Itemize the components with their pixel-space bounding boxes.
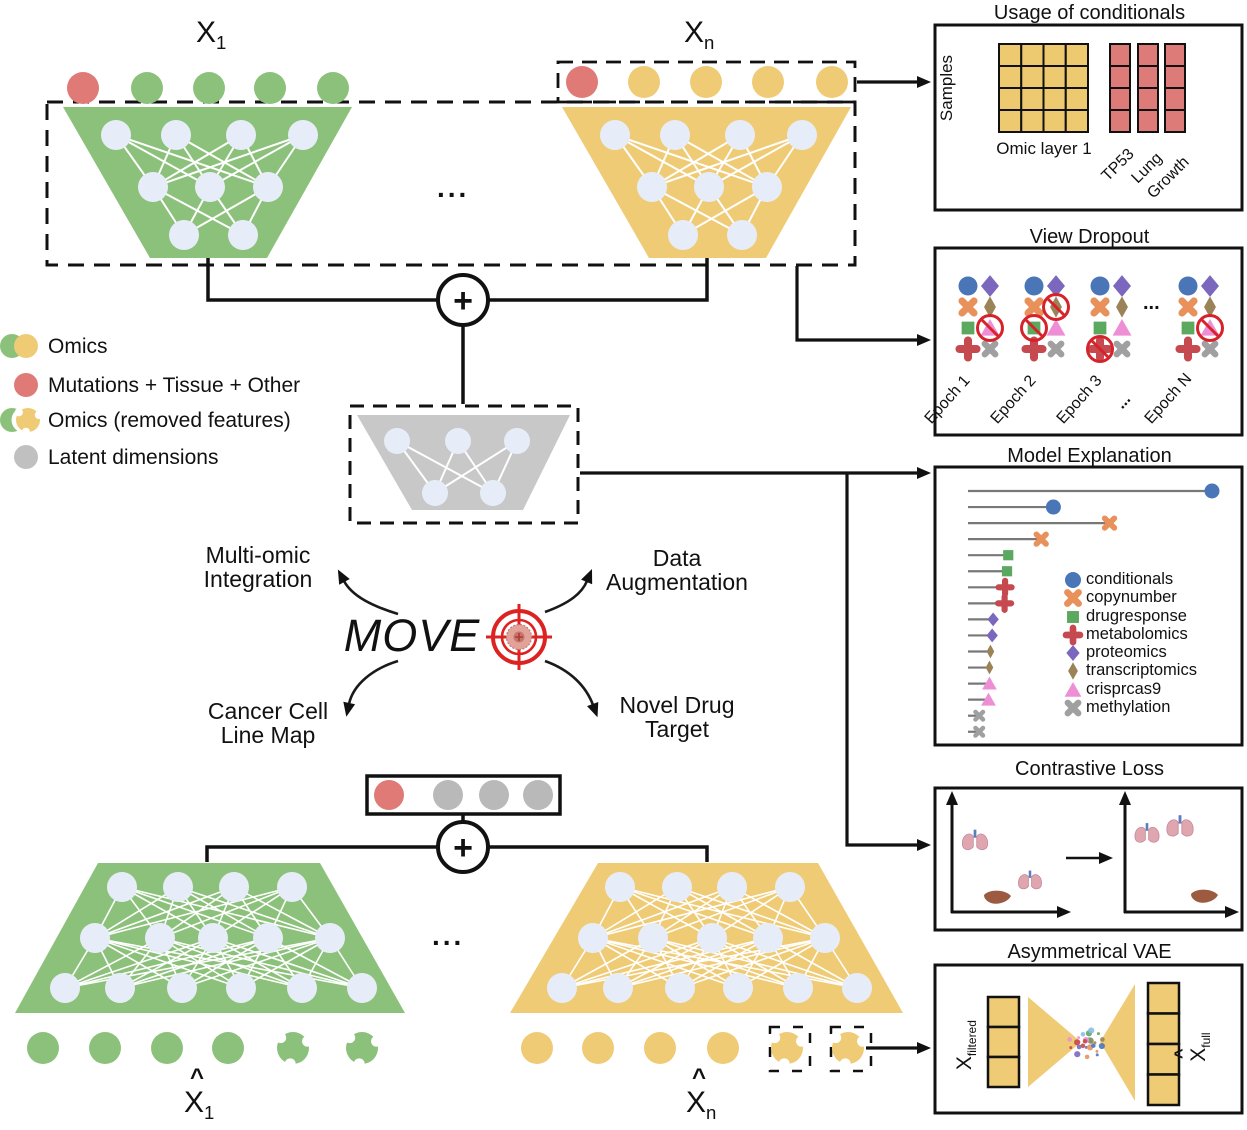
x1hat-label: ^ X1 [184, 1064, 215, 1124]
encoder-x1-network [63, 107, 352, 258]
panel-title-explanation: Model Explanation [1007, 445, 1172, 467]
panel-title-usage: Usage of conditionals [993, 2, 1186, 24]
vae-xfull-label: ^Xfull [1170, 1032, 1214, 1062]
sum-node-bottom: + [436, 820, 490, 874]
panel-title-contrastive: Contrastive Loss [1015, 758, 1164, 780]
usage-samples-label: Samples [937, 54, 956, 122]
xnhat-output-row [521, 1032, 868, 1070]
sum-node-top: + [436, 273, 490, 327]
connector-line [206, 258, 437, 302]
svg-text:+: + [453, 282, 473, 320]
mexp-legend-conditionals: conditionals [1086, 570, 1174, 588]
legend-mutations: Mutations + Tissue + Other [48, 374, 301, 397]
encoder-ellipsis: ... [437, 172, 470, 203]
decoder-ellipsis: ... [432, 920, 465, 951]
mexp-legend-drugresponse: drugresponse [1086, 607, 1187, 625]
mexp-legend-copynumber: copynumber [1086, 588, 1177, 606]
xn-input-dashed-box [556, 60, 857, 104]
latent-network [357, 415, 570, 510]
connector-line [205, 845, 438, 862]
legend-icons [0, 334, 43, 469]
vae-xfiltered-label: Xfiltered [952, 1020, 980, 1071]
xn-label: Xn [684, 16, 715, 53]
dropout-icon-groups [955, 275, 1224, 363]
arrow-novel-target [544, 659, 599, 718]
x1-label: X1 [196, 16, 227, 53]
xnhat-label: ^ Xn [686, 1064, 717, 1124]
latent-dashed-box [348, 404, 580, 525]
legend-omics-removed: Omics (removed features) [48, 409, 291, 432]
panel-title-dropout: View Dropout [1029, 226, 1150, 248]
explanation-lollipops [968, 483, 1220, 738]
panel-title-vae: Asymmetrical VAE [1007, 941, 1172, 963]
removed-feature-bracket-1 [768, 1025, 812, 1073]
mexp-legend-methylation: methylation [1086, 698, 1171, 716]
encoder-xn-network [562, 107, 851, 258]
legend-latent: Latent dimensions [48, 446, 219, 469]
arrow-to-dropout [795, 266, 931, 346]
usage-omic-layer-label: Omic layer 1 [996, 139, 1092, 158]
svg-text:+: + [453, 829, 473, 867]
x1-input-row [67, 72, 349, 104]
xn-input-row [566, 66, 848, 98]
encoder-dashed-box [45, 100, 857, 267]
contrastive-plots [946, 791, 1239, 918]
arrow-data-augmentation [544, 569, 593, 614]
latent-vector-box [365, 774, 562, 816]
vae-panel-art [986, 981, 1181, 1107]
move-title: MOVE [343, 610, 481, 661]
mexp-legend-metabolomics: metabolomics [1086, 625, 1188, 643]
removed-feature-bracket-2 [829, 1025, 873, 1073]
connector-line [489, 258, 709, 302]
dropout-icons-ellipsis: ... [1143, 292, 1160, 314]
mexp-legend-crisprcas9: crisprcas9 [1086, 680, 1162, 698]
connector-line [488, 845, 709, 862]
x1hat-output-row [27, 1032, 382, 1070]
mexp-legend-proteomics: proteomics [1086, 643, 1167, 661]
legend-omics: Omics [48, 335, 108, 358]
decoder-xn-network [510, 863, 903, 1013]
target-icon [486, 604, 552, 670]
decoder-x1-network [15, 863, 405, 1013]
arrow-to-contrastive [845, 474, 931, 851]
arrow-cancer-map [343, 659, 399, 717]
arrow-multi-omic [337, 569, 399, 616]
mexp-legend-transcriptomics: transcriptomics [1086, 661, 1197, 679]
usage-grid [998, 43, 1186, 133]
